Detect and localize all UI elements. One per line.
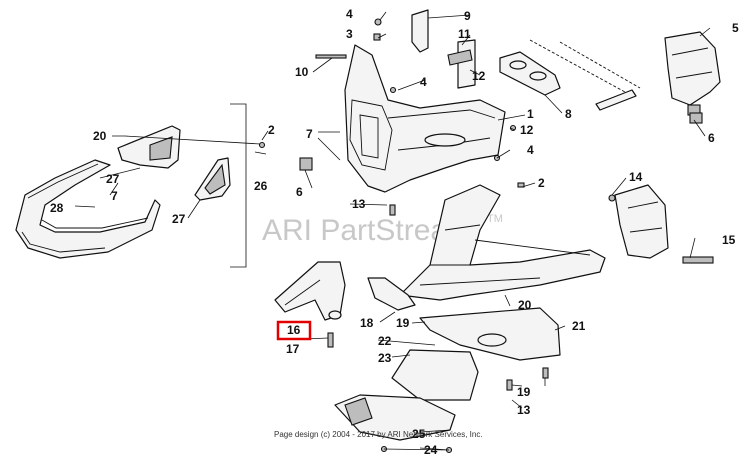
callout-12[interactable]: 12 [472, 69, 486, 83]
callout-4b[interactable]: 4 [420, 75, 427, 89]
callout-7b[interactable]: 7 [111, 189, 118, 203]
callout-19[interactable]: 19 [396, 316, 410, 330]
callout-4[interactable]: 4 [346, 7, 353, 21]
callout-17[interactable]: 17 [286, 342, 300, 356]
skid-plate-21 [419, 307, 561, 361]
callout-11[interactable]: 11 [458, 27, 471, 41]
callout-13[interactable]: 13 [352, 197, 366, 211]
callout-7[interactable]: 7 [306, 127, 313, 141]
bracket-18 [367, 277, 416, 311]
callout-9[interactable]: 9 [464, 9, 471, 23]
callout-26[interactable]: 26 [254, 179, 268, 193]
callout-27[interactable]: 27 [106, 172, 120, 186]
callout-20[interactable]: 20 [93, 129, 107, 143]
steering-bracket [664, 31, 721, 116]
callout-16[interactable]: 16 [287, 323, 301, 337]
callout-14[interactable]: 14 [629, 170, 643, 184]
callout-2[interactable]: 2 [538, 176, 545, 190]
copyright-text: Page design (c) 2004 - 2017 by ARI Netwo… [274, 430, 483, 439]
callout-8[interactable]: 8 [565, 107, 572, 121]
leader-lines [74, 11, 711, 451]
plate-8 [499, 51, 561, 96]
selected-part-highlight[interactable] [276, 320, 312, 341]
callout-6[interactable]: 6 [296, 185, 303, 199]
spindle-16 [274, 261, 346, 321]
windshield-bracket [411, 9, 429, 53]
callout-1[interactable]: 1 [527, 107, 534, 121]
callout-3[interactable]: 3 [346, 27, 353, 41]
callout-25[interactable]: 25 [412, 427, 426, 441]
plate-22-23 [391, 349, 479, 401]
callout-28[interactable]: 28 [50, 201, 64, 215]
callout-10[interactable]: 10 [295, 65, 309, 79]
callout-18[interactable]: 18 [360, 316, 374, 330]
steering-rod [595, 89, 637, 111]
front-nose-frame [344, 44, 506, 193]
bumper-part [15, 159, 161, 259]
callout-27b[interactable]: 27 [172, 212, 186, 226]
callout-24[interactable]: 24 [424, 443, 438, 457]
callout-12b[interactable]: 12 [520, 123, 534, 137]
bumper-bracket-lower [194, 157, 231, 201]
suspension-mount [614, 184, 669, 259]
callout-13b[interactable]: 13 [517, 403, 531, 417]
bumper-bracket-upper [117, 125, 181, 169]
callout-5[interactable]: 5 [732, 21, 739, 35]
callout-21[interactable]: 21 [572, 319, 586, 333]
bracket-11-12 [447, 39, 476, 89]
watermark-trademark: TM [487, 213, 503, 225]
callout-22[interactable]: 22 [378, 334, 392, 348]
fasteners [258, 18, 714, 454]
callout-20b[interactable]: 20 [518, 298, 532, 312]
callout-2b[interactable]: 2 [268, 123, 275, 137]
group-bracket-26 [230, 103, 247, 268]
main-frame [399, 184, 606, 301]
callout-6b[interactable]: 6 [708, 131, 715, 145]
callout-labels: 4 3 9 11 10 4 12 8 1 12 4 7 6 13 2 5 6 1… [50, 7, 739, 457]
callout-4c[interactable]: 4 [527, 143, 534, 157]
guard-24-25 [334, 394, 456, 441]
callout-23[interactable]: 23 [378, 351, 392, 365]
callout-19b[interactable]: 19 [517, 385, 531, 399]
callout-15[interactable]: 15 [722, 233, 736, 247]
